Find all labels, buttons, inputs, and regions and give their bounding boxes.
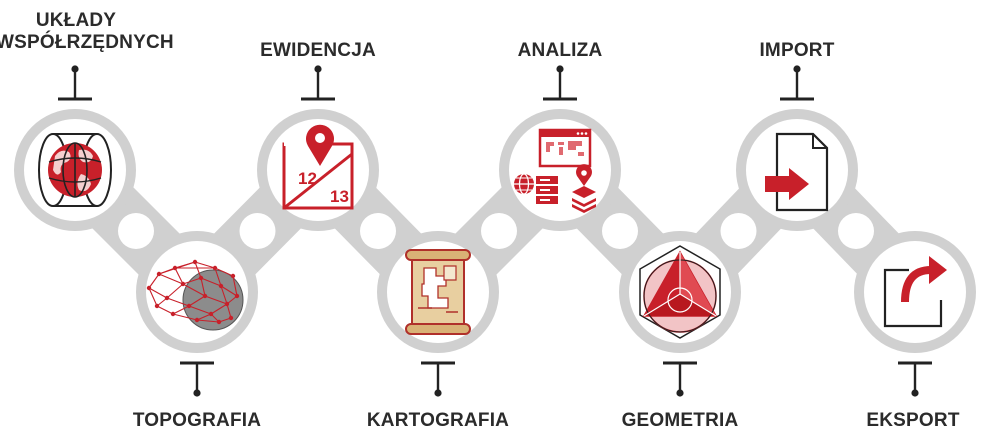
- label-import: IMPORT: [759, 40, 835, 61]
- mesh-edge-23: [232, 275, 238, 297]
- label-analiza: ANALIZA: [517, 40, 603, 61]
- mesh-vertex-10: [212, 265, 218, 271]
- label-eksport: EKSPORT: [866, 410, 960, 431]
- node-analiza[interactable]: [514, 128, 596, 213]
- mesh-vertex-11: [218, 283, 224, 289]
- connector-gap-4: [602, 213, 638, 249]
- stem-dot-3: [434, 389, 442, 397]
- mesh-edge-17: [210, 303, 228, 315]
- mesh-vertex-17: [194, 317, 200, 323]
- mesh-vertex-0: [146, 285, 152, 291]
- mesh-edge-19: [214, 267, 222, 287]
- connector-gap-2: [360, 213, 396, 249]
- stem-dot-5: [676, 389, 684, 397]
- mesh-edge-3: [158, 273, 184, 285]
- node-geometria[interactable]: [639, 245, 721, 339]
- mesh-vertex-1: [156, 271, 162, 277]
- mesh-vertex-16: [170, 311, 176, 317]
- mesh-edge-28: [172, 313, 198, 321]
- geometry-hexagon-icon: [639, 245, 721, 339]
- mesh-vertex-8: [202, 293, 208, 299]
- node-ewidencja[interactable]: 12 13: [282, 98, 354, 210]
- stem-dot-4: [556, 65, 564, 73]
- mesh-edge-21: [220, 285, 228, 305]
- mesh-vertex-15: [154, 303, 160, 309]
- mesh-edge-33: [226, 303, 232, 319]
- mesh-edge-7: [174, 267, 184, 285]
- label-geometria: GEOMETRIA: [621, 410, 739, 431]
- label-kartografia: KARTOGRAFIA: [366, 410, 510, 431]
- mesh-edge-0: [148, 273, 160, 289]
- map-scroll-icon: [405, 249, 471, 335]
- mesh-edge-9: [182, 283, 206, 297]
- stem-dot-0: [71, 65, 79, 73]
- node-uklady-wspolrzednych[interactable]: [38, 133, 112, 207]
- label-ewidencja: EWIDENCJA: [260, 40, 376, 61]
- connector-gap-5: [720, 213, 757, 249]
- mesh-edge-26: [156, 305, 174, 315]
- mesh-vertex-5: [186, 303, 192, 309]
- mesh-edge-4: [166, 283, 184, 299]
- mesh-vertex-9: [208, 311, 214, 317]
- mesh-edge-15: [200, 277, 206, 297]
- mesh-edge-18: [214, 267, 234, 277]
- stem-dot-6: [793, 65, 801, 73]
- mesh-edge-24: [148, 287, 158, 307]
- mesh-edge-29: [196, 313, 212, 321]
- parcel-number-13: 13: [330, 187, 349, 206]
- server-map-icon: [514, 128, 596, 213]
- stem-dot-7: [911, 389, 919, 397]
- mesh-edge-11: [188, 305, 212, 315]
- mesh-vertex-2: [164, 295, 170, 301]
- mesh-vertex-18: [216, 319, 222, 325]
- globe-cylinder-icon: [38, 133, 112, 207]
- parcel-pin-icon: 12 13: [282, 124, 354, 210]
- import-file-icon: [765, 132, 829, 212]
- mesh-edge-20: [220, 285, 238, 297]
- label-uklady-wspolrzednych: UKŁADY WSPÓŁRZĘDNYCH: [0, 10, 174, 53]
- label-stems: [58, 65, 932, 397]
- label-topografia: TOPOGRAFIA: [132, 410, 262, 431]
- mesh-vertex-19: [228, 315, 234, 321]
- node-eksport[interactable]: [883, 256, 947, 328]
- mesh-edge-16: [204, 295, 228, 305]
- mesh-edge-12: [194, 261, 202, 279]
- mesh-vertex-12: [224, 301, 230, 307]
- mesh-edge-13: [194, 261, 216, 269]
- mesh-vertex-13: [230, 273, 236, 279]
- mesh-vertex-6: [192, 259, 198, 265]
- mesh-vertex-4: [180, 281, 186, 287]
- connector-gap-6: [838, 213, 874, 249]
- node-topografia[interactable]: [146, 259, 244, 331]
- export-box-icon: [883, 256, 947, 328]
- mesh-edge-10: [188, 295, 206, 307]
- connector-gap-0: [118, 213, 154, 249]
- mesh-edge-14: [200, 277, 222, 287]
- mesh-vertex-14: [234, 293, 240, 299]
- mesh-edge-1: [148, 287, 168, 299]
- mesh-edge-8: [182, 277, 202, 285]
- mesh-edge-5: [166, 297, 190, 307]
- stem-dot-2: [314, 65, 322, 73]
- node-import[interactable]: [765, 132, 829, 212]
- mesh-edge-27: [172, 305, 190, 315]
- parcel-number-12: 12: [298, 169, 317, 188]
- connector-gap-1: [239, 213, 276, 249]
- ring-inner-7: [864, 241, 966, 343]
- node-kartografia[interactable]: [405, 249, 471, 335]
- stem-dot-1: [193, 389, 201, 397]
- connector-gap-3: [481, 213, 517, 249]
- mesh-vertex-7: [198, 275, 204, 281]
- mesh-vertex-3: [172, 265, 178, 271]
- mesh-edge-30: [196, 319, 220, 323]
- wireframe-mesh-icon: [146, 259, 244, 331]
